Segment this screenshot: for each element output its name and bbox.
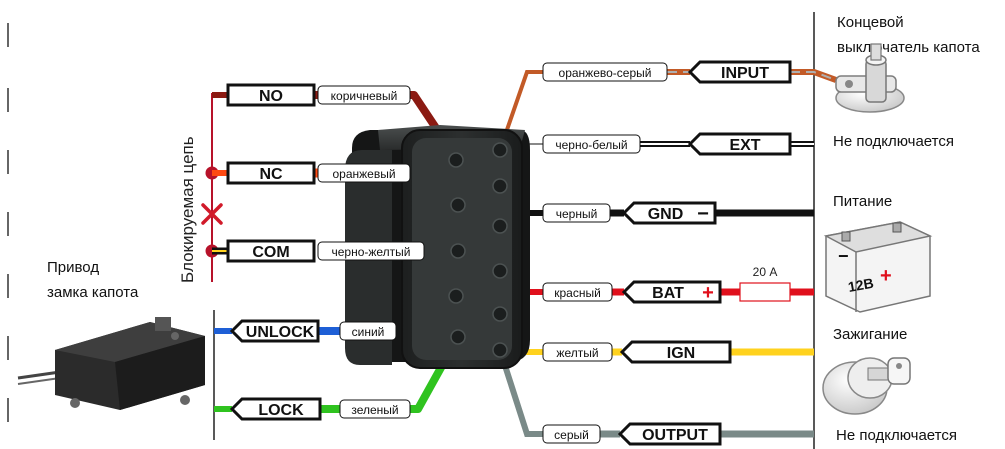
wire-color-label: оранжевый xyxy=(332,167,395,181)
ignition-description: Зажигание xyxy=(833,326,907,343)
wire-color-label: черный xyxy=(556,207,598,221)
wire-color-label: черно-белый xyxy=(555,138,627,152)
hood-switch-icon xyxy=(835,43,905,113)
actuator-label-line2: замка капота xyxy=(47,284,139,301)
pin-code-lock: LOCK xyxy=(258,402,304,419)
wire-color-label: красный xyxy=(554,286,601,300)
pin-code-unlock: UNLOCK xyxy=(246,324,315,341)
pin-code-ext: EXT xyxy=(729,137,760,154)
power-description: Питание xyxy=(833,193,892,210)
input-description-line2: выключатель капота xyxy=(837,39,980,56)
battery-icon: − + 12В xyxy=(823,221,933,313)
hood-lock-actuator-icon xyxy=(17,317,205,410)
pin-hole xyxy=(448,152,464,168)
right-pin-labels: оранжево-серый INPUT черно-белый EXT черный G… xyxy=(542,60,792,446)
pin-tag-ign: желтый IGN xyxy=(542,340,732,364)
pin-tag-bat: красный BAT + xyxy=(542,280,722,304)
fuse: 20 А xyxy=(739,265,791,302)
break-x-icon xyxy=(201,203,223,225)
pin-hole xyxy=(448,288,464,304)
connector-block xyxy=(345,125,530,369)
pin-hole xyxy=(492,342,508,358)
pin-tag-no: NO коричневый xyxy=(226,83,411,107)
battery-minus-sign: − xyxy=(838,246,849,266)
pin-tag-ext: черно-белый EXT xyxy=(542,132,792,156)
pin-hole xyxy=(492,142,508,158)
minus-icon: − xyxy=(697,203,709,225)
pin-hole xyxy=(492,218,508,234)
pin-hole xyxy=(450,243,466,259)
pin-code-no: NO xyxy=(259,88,283,105)
pin-tag-unlock: UNLOCK синий xyxy=(229,319,397,343)
pin-tag-nc: NC оранжевый xyxy=(226,161,411,185)
wire-color-label: зеленый xyxy=(351,403,398,417)
blocked-circuit-label: Блокируемая цепь xyxy=(178,136,197,283)
pin-code-com: COM xyxy=(252,244,289,261)
wire-color-label: синий xyxy=(352,325,385,339)
ignition-lock-icon xyxy=(822,357,911,415)
pin-code-ign: IGN xyxy=(667,345,695,362)
pin-tag-lock: LOCK зеленый xyxy=(229,397,411,421)
pin-tag-gnd: черный GND− xyxy=(542,201,717,225)
wire-color-label: серый xyxy=(554,428,589,442)
fuse-rating: 20 А xyxy=(753,265,778,279)
pin-code-gnd: GND xyxy=(648,206,684,223)
pin-hole xyxy=(492,263,508,279)
wire-color-label: желтый xyxy=(556,346,598,360)
pin-code-nc: NC xyxy=(259,166,283,183)
pin-hole xyxy=(492,178,508,194)
battery-plus-sign: + xyxy=(880,265,892,287)
battery-voltage: 12В xyxy=(847,275,875,295)
input-description-line1: Концевой xyxy=(837,14,904,31)
wire-color-label: черно-желтый xyxy=(331,245,410,259)
connector-pin-holes xyxy=(448,142,508,358)
pin-tag-input: оранжево-серый INPUT xyxy=(542,60,792,84)
ext-description: Не подключается xyxy=(833,133,954,150)
pin-code-input: INPUT xyxy=(721,65,769,82)
pin-hole xyxy=(450,197,466,213)
right-wires xyxy=(497,69,838,438)
wire-color-label: оранжево-серый xyxy=(559,66,652,80)
pin-code-bat: BAT xyxy=(652,285,684,302)
pin-tag-com: COM черно-желтый xyxy=(226,239,425,263)
pin-code-output: OUTPUT xyxy=(642,427,708,444)
actuator-label-line1: Привод xyxy=(47,259,99,276)
pin-hole xyxy=(450,329,466,345)
wire-color-label: коричневый xyxy=(331,89,398,103)
pin-tag-output: серый OUTPUT xyxy=(542,422,722,446)
pin-hole xyxy=(492,306,508,322)
output-description: Не подключается xyxy=(836,427,957,444)
plus-icon: + xyxy=(702,282,714,304)
